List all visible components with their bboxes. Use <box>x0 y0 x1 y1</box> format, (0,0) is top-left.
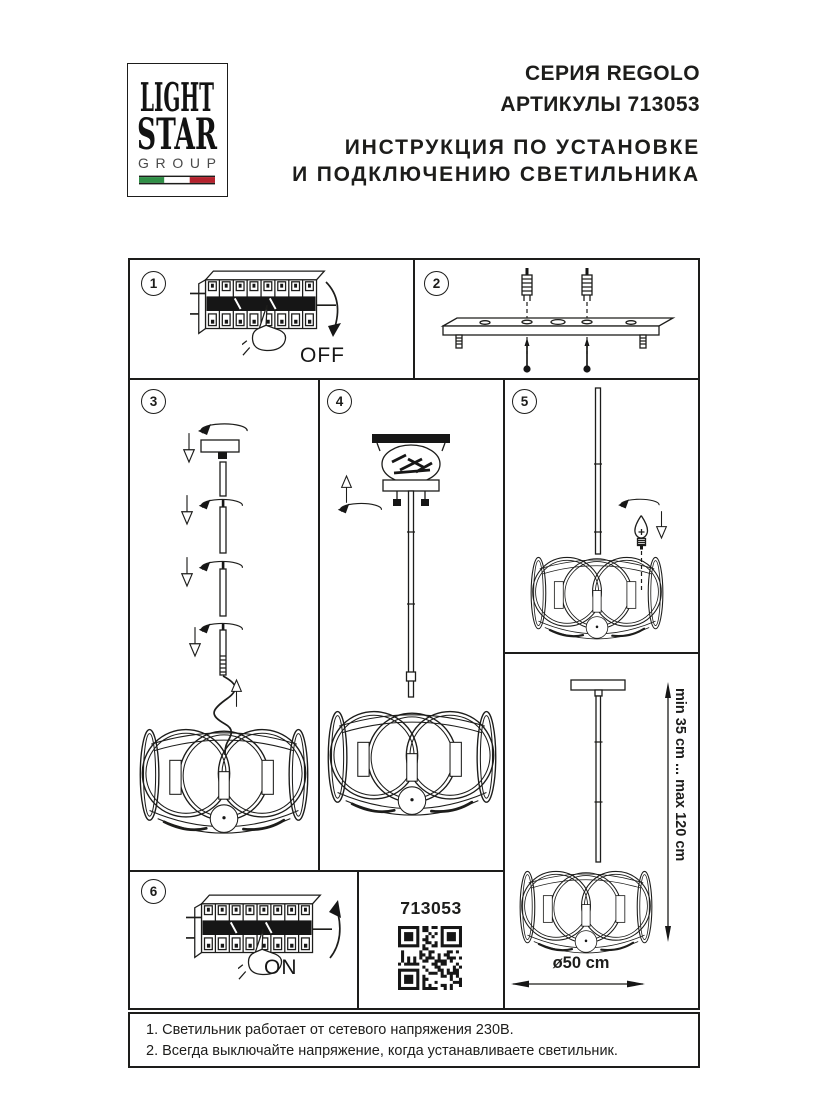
instruction-title-line1: ИНСТРУКЦИЯ ПО УСТАНОВКЕ <box>344 136 700 159</box>
height-range-label: min 35 cm ... max 120 cm <box>672 688 688 862</box>
divider <box>130 378 698 380</box>
circuit-breaker-off-drawing <box>190 270 341 356</box>
step-number-badge: 6 <box>141 879 166 904</box>
suspension-rod <box>594 387 602 555</box>
steps-grid: 1 OFF 2 <box>128 258 700 1010</box>
divider <box>503 652 698 654</box>
wiring-scribble <box>391 453 433 475</box>
document-header: СЕРИЯ REGOLO АРТИКУЛЫ 713053 ИНСТРУКЦИЯ … <box>292 58 700 188</box>
instruction-title-line2: И ПОДКЛЮЧЕНИЮ СВЕТИЛЬНИКА <box>292 163 700 186</box>
qr-finder-pattern <box>398 926 462 990</box>
step-2-panel: 2 <box>415 260 698 378</box>
chandelier-drawing <box>530 556 664 641</box>
rod-segment <box>219 629 227 676</box>
footer-notes-box: 1. Светильник работает от сетевого напря… <box>128 1012 700 1068</box>
bulb-installation-drawing <box>530 387 667 641</box>
step-5-panel: 5 <box>505 380 698 652</box>
rod-assembly-drawing <box>138 423 310 835</box>
canopy-plate <box>200 439 240 453</box>
switch-down-arrow-icon <box>325 281 341 337</box>
divider <box>357 870 359 1008</box>
footer-note-1: 1. Светильник работает от сетевого напря… <box>146 1022 514 1038</box>
logo-word-light: LIGHT <box>140 75 214 121</box>
ceiling-bar <box>372 434 450 443</box>
rotate-arrow-icon <box>337 502 383 514</box>
diameter-dimension-line <box>511 980 645 988</box>
wall-anchor-icon <box>581 268 593 302</box>
footer-note-2: 2. Всегда выключайте напряжение, когда у… <box>146 1043 618 1059</box>
down-arrow-icon <box>183 432 195 463</box>
divider <box>130 870 505 872</box>
lightstar-logo: LIGHT STAR GROUP <box>127 63 228 197</box>
lightstar-logo-art: LIGHT STAR GROUP <box>137 75 217 185</box>
step-6-panel: 6 ON <box>130 872 357 1008</box>
rotate-arrow-icon <box>617 498 660 510</box>
step-1-panel: 1 OFF <box>130 260 413 378</box>
ceiling-plate <box>570 679 626 691</box>
switch-up-arrow-icon <box>329 900 341 959</box>
series-title: СЕРИЯ REGOLO <box>524 62 700 85</box>
chandelier-drawing <box>138 728 310 835</box>
canopy-collar <box>382 479 440 492</box>
screw-icon <box>583 338 591 373</box>
mounting-bar-icon <box>440 317 676 349</box>
rod-segment <box>219 506 227 554</box>
screw-icon <box>523 338 531 373</box>
up-arrow-icon <box>341 475 352 504</box>
rod-segment <box>219 461 227 497</box>
step-3-panel: 3 <box>130 380 318 870</box>
logo-word-group: GROUP <box>138 155 216 171</box>
rod-segment <box>219 568 227 617</box>
italian-flag-stripe <box>139 175 215 185</box>
down-arrow-icon <box>656 510 667 539</box>
divider <box>413 260 415 378</box>
down-arrow-icon <box>181 494 193 525</box>
on-label: ON <box>264 956 298 979</box>
diameter-label: ø50 cm <box>552 954 610 972</box>
article-title: АРТИКУЛЫ 713053 <box>500 93 700 116</box>
down-arrow-icon <box>181 556 193 587</box>
height-dimension-line <box>665 682 671 942</box>
dimensions-panel: min 35 cm ... max 120 cm ø50 cm <box>505 654 698 1008</box>
chandelier-drawing <box>519 870 653 955</box>
step-4-panel: 4 <box>320 380 503 870</box>
suspension-rod <box>595 695 602 863</box>
article-number: 713053 <box>400 898 462 918</box>
rotate-arrow-icon <box>197 423 248 436</box>
step-number-badge: 1 <box>141 271 166 296</box>
wall-anchor-icon <box>521 268 533 302</box>
dimensions-drawing <box>511 679 671 988</box>
divider <box>318 378 320 870</box>
circuit-breaker-on-drawing <box>186 894 341 980</box>
mounting-bracket-drawing <box>440 268 676 373</box>
divider <box>503 378 505 1008</box>
step-number-badge: 3 <box>141 389 166 414</box>
ceiling-attachment-drawing <box>326 434 498 817</box>
logo-word-star: STAR <box>137 110 217 160</box>
qr-panel: 713053 <box>359 872 503 1008</box>
step-number-badge: 4 <box>327 389 352 414</box>
chandelier-drawing <box>326 710 498 817</box>
qr-code <box>398 926 462 990</box>
off-label: OFF <box>300 344 345 367</box>
step-number-badge: 2 <box>424 271 449 296</box>
suspension-rod <box>407 490 415 698</box>
down-arrow-icon <box>189 626 201 657</box>
candle-bulb-icon <box>634 515 649 550</box>
step-number-badge: 5 <box>512 389 537 414</box>
